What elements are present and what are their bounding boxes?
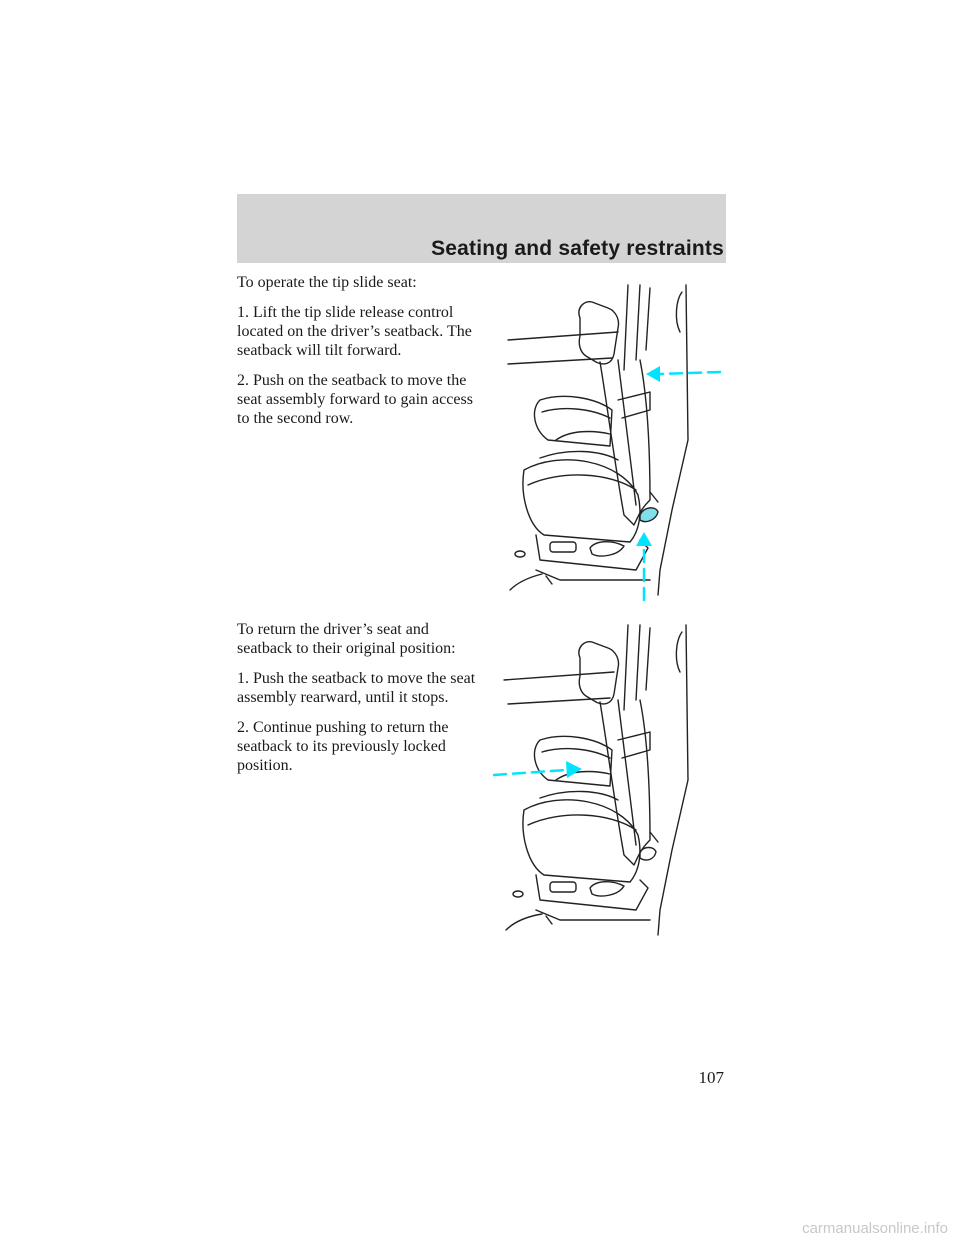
paragraph: To operate the tip slide seat: xyxy=(237,274,417,291)
paragraph: 2. Push on the seatback to move the seat… xyxy=(237,372,473,427)
paragraph: 1. Lift the tip slide release control lo… xyxy=(237,304,472,359)
watermark-text: carmanualsonline.info xyxy=(802,1220,948,1237)
tip-slide-seat-illustration xyxy=(500,280,730,605)
return-seat-illustration xyxy=(490,620,730,940)
paragraph: 2. Continue pushing to return the seatba… xyxy=(237,719,449,774)
tip-slide-instructions: To operate the tip slide seat: 1. Lift t… xyxy=(237,273,482,439)
return-seat-instructions: To return the driver’s seat and seatback… xyxy=(237,620,482,786)
watermark: carmanualsonline.info xyxy=(0,1220,960,1237)
section-header-band: Seating and safety restraints xyxy=(237,194,726,263)
page-number: 107 xyxy=(698,1068,725,1087)
paragraph: To return the driver’s seat and seatback… xyxy=(237,621,456,657)
paragraph: 1. Push the seatback to move the seat as… xyxy=(237,670,476,706)
section-title: Seating and safety restraints xyxy=(431,237,724,260)
